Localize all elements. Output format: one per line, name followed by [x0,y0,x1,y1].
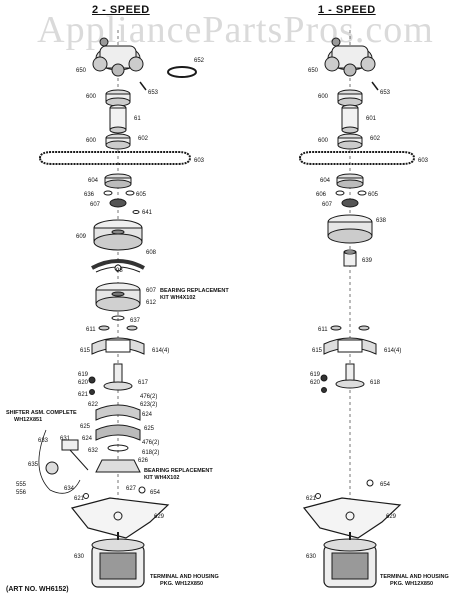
label-650: 650 [308,68,319,74]
label-608: 608 [146,250,157,256]
labels-right: 650 653 600 601 600 602 603 604 606 605 … [306,68,449,587]
label-601: 601 [366,116,377,122]
label-600: 600 [86,138,97,144]
label-476: 476(2) [142,440,159,446]
note-bearing-upper-2: KIT WH4X102 [160,295,195,301]
label-627: 627 [126,486,137,492]
label-61: 61 [134,116,141,122]
note-shifter-2: WH12X851 [14,417,42,423]
header-2-speed: 2 - SPEED [92,4,150,16]
label-639: 639 [362,258,373,264]
label-476: 476(2) [140,394,157,400]
label-609: 609 [76,234,87,240]
note-bearing-lower-1: BEARING REPLACEMENT [144,468,213,474]
label-607: 607 [146,288,157,294]
label-629: 629 [386,514,397,520]
label-604: 604 [320,178,331,184]
label-635: 635 [28,462,39,468]
label-602: 602 [138,136,149,142]
label-634: 634 [64,486,75,492]
label-600: 600 [318,138,329,144]
label-633: 633 [38,438,49,444]
label-625: 625 [80,424,91,430]
labels-left: 650 652 653 600 61 600 602 603 604 636 6… [6,58,229,587]
label-653: 653 [380,90,391,96]
label-614: 614(4) [384,348,401,354]
pump-right [324,37,376,77]
label-603: 603 [418,158,429,164]
drive-belt-left [38,151,192,165]
note-terminal-left-2: PKG. WH12X850 [160,581,203,587]
label-653: 653 [148,90,159,96]
label-619: 619 [78,372,89,378]
label-617: 617 [138,380,149,386]
label-621: 621 [306,496,317,502]
label-611: 611 [86,327,96,333]
label-650: 650 [76,68,87,74]
label-604: 604 [88,178,99,184]
label-600: 600 [86,94,97,100]
label-621: 621 [74,496,85,502]
label-618: 618(2) [142,450,159,456]
label-602: 602 [370,136,381,142]
label-624: 624 [82,436,93,442]
label-624: 624 [142,412,153,418]
label-607: 607 [90,202,101,208]
label-605: 605 [136,192,147,198]
label-654: 654 [380,482,391,488]
label-611: 611 [318,327,328,333]
label-641: 641 [142,210,153,216]
label-619: 619 [310,372,321,378]
note-bearing-upper-1: BEARING REPLACEMENT [160,288,229,294]
drive-belt-right [298,151,416,165]
pump-belt [167,66,197,78]
label-621: 621 [78,392,89,398]
label-629: 629 [154,514,165,520]
note-shifter-1: SHIFTER ASM. COMPLETE [6,410,77,416]
label-98: 98 [116,268,123,274]
label-612: 612 [146,300,157,306]
label-605: 605 [368,192,379,198]
label-615: 615 [80,348,91,354]
label-632: 632 [88,448,99,454]
label-600: 600 [318,94,329,100]
label-631: 631 [60,436,71,442]
label-625: 625 [144,426,155,432]
note-terminal-right-1: TERMINAL AND HOUSING [380,574,449,580]
label-618: 618 [370,380,381,386]
note-bearing-lower-2: KIT WH4X102 [144,475,179,481]
label-637: 637 [130,318,141,324]
label-623: 623(2) [140,402,157,408]
header-1-speed: 1 - SPEED [318,4,376,16]
art-number: (ART NO. WH6152) [6,586,69,593]
label-630: 630 [306,554,317,560]
label-556: 556 [16,490,27,496]
label-620: 620 [310,380,321,386]
label-630: 630 [74,554,85,560]
label-555: 555 [16,482,27,488]
label-654: 654 [150,490,161,496]
label-620: 620 [78,380,89,386]
label-614: 614(4) [152,348,169,354]
label-606: 606 [316,192,327,198]
label-622: 622 [88,402,99,408]
label-638: 638 [376,218,387,224]
label-626: 626 [138,458,149,464]
note-terminal-left-1: TERMINAL AND HOUSING [150,574,219,580]
note-terminal-right-2: PKG. WH12X850 [390,581,433,587]
label-652: 652 [194,58,205,64]
label-603: 603 [194,158,205,164]
label-607: 607 [322,202,333,208]
label-636: 636 [84,192,95,198]
label-615: 615 [312,348,323,354]
pump-left [92,37,144,77]
